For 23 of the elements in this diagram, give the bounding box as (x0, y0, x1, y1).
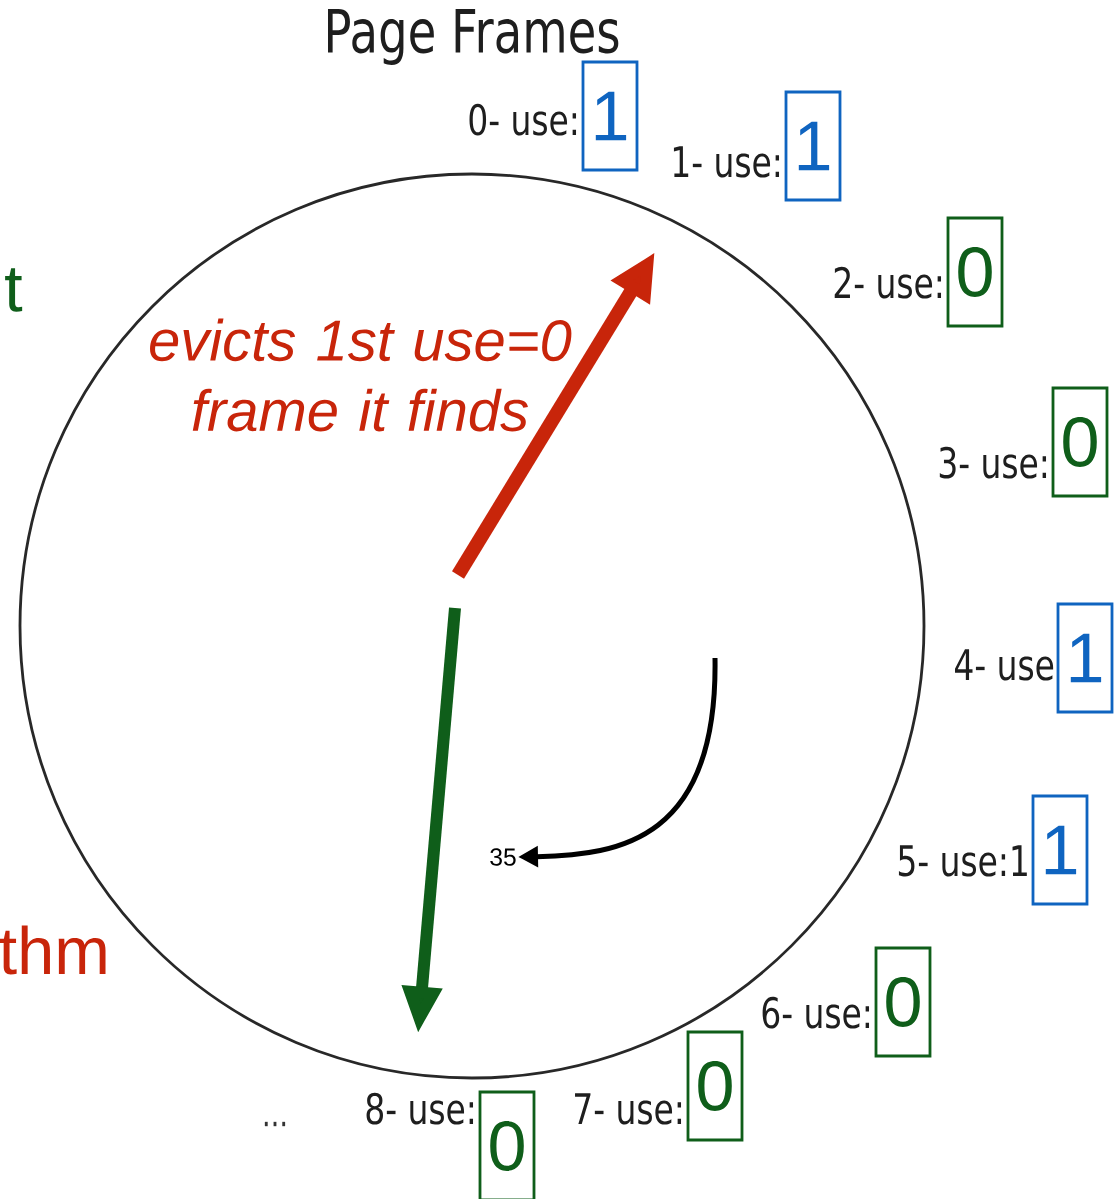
value-box: 1 (581, 60, 639, 172)
value-box: 0 (686, 1030, 744, 1142)
frame-label: 1- use: (673, 146, 779, 178)
cut-off-text: t (5, 268, 23, 312)
value-box: 1 (1056, 602, 1114, 714)
value-box: 1 (784, 90, 842, 202)
frame-label: 2- use: (834, 266, 941, 299)
value-box: 0 (478, 1090, 536, 1199)
frame-label: 7- use: (575, 1093, 681, 1125)
value-box: 0 (874, 946, 932, 1058)
value-label: 35 (490, 848, 516, 866)
frame-label: 6- use: (762, 996, 869, 1029)
value-box: 0 (946, 216, 1004, 328)
value-box: 1 (1031, 794, 1089, 906)
frame-label: 5- use:1 (898, 845, 1027, 877)
frame-label: 8- use: (366, 1092, 473, 1125)
frame-label: 3- use: (939, 446, 1046, 479)
cut-off-text: thm (0, 925, 106, 975)
ellipsis: ... (264, 1121, 286, 1127)
value-box: 0 (1051, 386, 1109, 498)
frame-label: 0- use: (469, 103, 576, 136)
frame-label: 4- use (955, 649, 1054, 681)
annotation-text: evicts 1st use=0 frame it finds (150, 318, 572, 432)
